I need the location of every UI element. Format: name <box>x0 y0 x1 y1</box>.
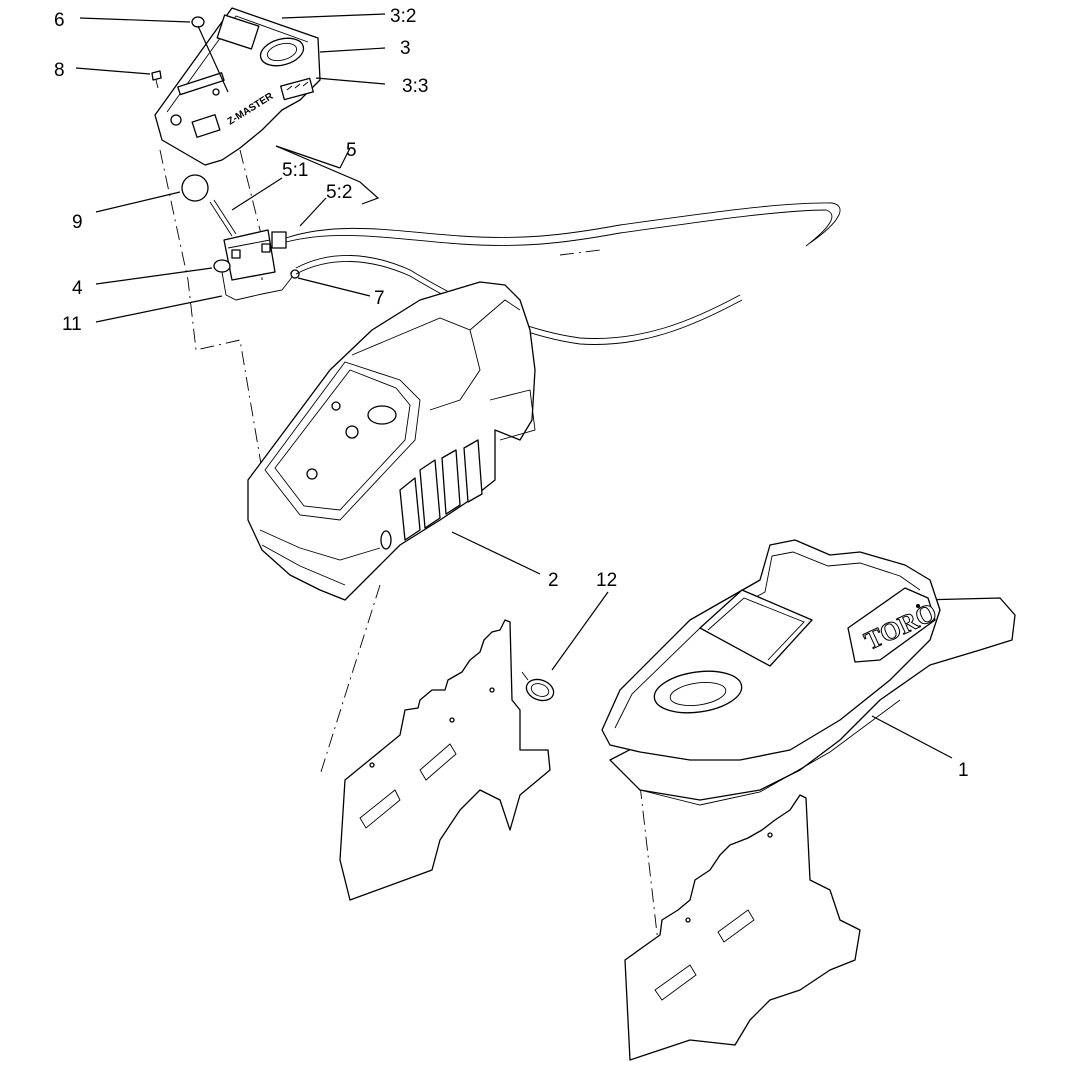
decal-strip <box>280 77 314 101</box>
callout-12: 12 <box>596 570 617 591</box>
callout-11: 11 <box>62 314 82 335</box>
left-mounting-plate <box>339 619 551 901</box>
callout-3-2: 3:2 <box>390 6 416 27</box>
callout-5-1: 5:1 <box>282 160 308 181</box>
callout-6: 6 <box>54 10 65 31</box>
throttle-cables <box>285 202 841 345</box>
leader-lines <box>75 13 953 759</box>
right-mounting-plate <box>624 794 861 1061</box>
throttle-knob <box>181 174 209 202</box>
callout-labels: 6 8 3:2 3 3:3 5 5:1 5:2 9 4 7 11 2 12 1 <box>54 6 969 781</box>
console-housing <box>247 281 536 601</box>
control-panel-cover: Z-MASTER <box>154 7 321 166</box>
callout-1: 1 <box>958 760 969 781</box>
screw <box>151 70 162 89</box>
callout-7: 7 <box>374 288 385 309</box>
clamp <box>521 671 555 702</box>
callout-3-3: 3:3 <box>402 76 428 97</box>
callout-2: 2 <box>548 570 559 591</box>
callout-9: 9 <box>72 212 83 233</box>
callout-3: 3 <box>400 38 411 59</box>
callout-5-2: 5:2 <box>326 182 352 203</box>
lever-knob <box>213 259 231 273</box>
callout-4: 4 <box>72 278 83 299</box>
toro-console: TORO <box>601 539 1016 806</box>
knob-cap <box>191 16 205 28</box>
callout-5: 5 <box>346 140 357 161</box>
callout-8: 8 <box>54 60 65 81</box>
throttle-control <box>181 174 300 301</box>
